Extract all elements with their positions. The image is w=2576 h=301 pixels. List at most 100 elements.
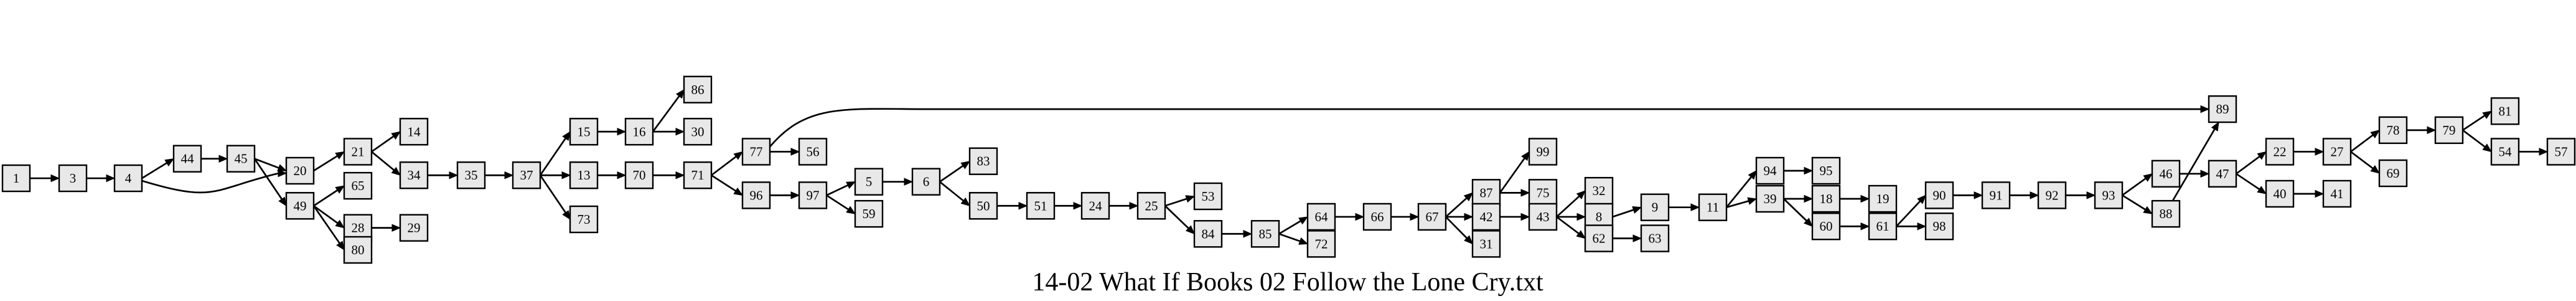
node-21[interactable]: 21: [343, 138, 373, 166]
node-label: 57: [2555, 144, 2568, 159]
node-16[interactable]: 16: [624, 118, 654, 146]
node-50[interactable]: 50: [968, 192, 998, 220]
node-75[interactable]: 75: [1528, 179, 1558, 207]
node-35[interactable]: 35: [456, 161, 486, 189]
node-40[interactable]: 40: [2265, 179, 2295, 208]
edge-line: [769, 108, 2201, 148]
node-85[interactable]: 85: [1250, 220, 1280, 248]
node-29[interactable]: 29: [399, 214, 429, 242]
node-84[interactable]: 84: [1193, 220, 1223, 248]
arrowhead: [449, 171, 459, 179]
node-93[interactable]: 93: [2094, 181, 2124, 209]
arrowhead: [1576, 213, 1586, 221]
node-99[interactable]: 99: [1528, 138, 1558, 166]
node-13[interactable]: 13: [569, 161, 599, 189]
node-31[interactable]: 31: [1471, 230, 1501, 258]
node-69[interactable]: 69: [2378, 159, 2408, 188]
node-1[interactable]: 1: [1, 164, 31, 193]
node-73[interactable]: 73: [569, 205, 599, 234]
node-51[interactable]: 51: [1026, 192, 1056, 220]
node-90[interactable]: 90: [1924, 181, 1954, 209]
arrowhead: [1410, 213, 1420, 221]
node-42[interactable]: 42: [1471, 203, 1501, 231]
node-18[interactable]: 18: [1811, 184, 1841, 213]
node-49[interactable]: 49: [285, 192, 315, 220]
node-label: 22: [2274, 144, 2287, 159]
node-65[interactable]: 65: [343, 171, 373, 200]
node-22[interactable]: 22: [2265, 138, 2295, 166]
node-94[interactable]: 94: [1755, 156, 1785, 185]
node-47[interactable]: 47: [2208, 160, 2237, 188]
node-72[interactable]: 72: [1306, 230, 1336, 258]
node-88[interactable]: 88: [2151, 199, 2181, 228]
node-61[interactable]: 61: [1868, 213, 1898, 241]
node-46[interactable]: 46: [2151, 160, 2181, 188]
node-67[interactable]: 67: [1417, 203, 1447, 231]
node-24[interactable]: 24: [1080, 192, 1110, 220]
edge-15-16: [597, 128, 627, 136]
node-89[interactable]: 89: [2208, 95, 2237, 123]
node-34[interactable]: 34: [399, 161, 429, 189]
node-91[interactable]: 91: [1981, 181, 2011, 209]
node-92[interactable]: 92: [2037, 181, 2067, 209]
arrowhead: [675, 128, 685, 136]
node-6[interactable]: 6: [911, 168, 941, 196]
node-label: 28: [352, 221, 365, 236]
node-98[interactable]: 98: [1924, 213, 1954, 241]
node-3[interactable]: 3: [58, 164, 88, 193]
node-4[interactable]: 4: [113, 164, 143, 193]
node-14[interactable]: 14: [399, 118, 429, 146]
node-66[interactable]: 66: [1362, 203, 1392, 231]
node-box: [2378, 159, 2408, 188]
edge-77-89: [769, 105, 2210, 148]
node-box: [1471, 230, 1501, 258]
node-label: 5: [866, 174, 873, 189]
edge-1-3: [30, 174, 60, 183]
node-11[interactable]: 11: [1698, 193, 1728, 221]
node-box: [2490, 97, 2520, 125]
node-32[interactable]: 32: [1584, 176, 1614, 205]
node-9[interactable]: 9: [1640, 193, 1670, 221]
arrowhead: [2539, 148, 2549, 156]
node-56[interactable]: 56: [798, 138, 828, 166]
node-41[interactable]: 41: [2322, 179, 2352, 208]
node-64[interactable]: 64: [1306, 203, 1336, 231]
node-63[interactable]: 63: [1640, 224, 1670, 252]
node-15[interactable]: 15: [569, 118, 599, 146]
node-59[interactable]: 59: [854, 199, 884, 228]
node-53[interactable]: 53: [1193, 182, 1223, 211]
arrowhead: [2211, 122, 2219, 131]
node-25[interactable]: 25: [1136, 192, 1166, 220]
node-78[interactable]: 78: [2378, 116, 2408, 145]
node-54[interactable]: 54: [2490, 138, 2520, 166]
node-60[interactable]: 60: [1811, 213, 1841, 241]
node-86[interactable]: 86: [683, 75, 713, 103]
node-77[interactable]: 77: [741, 138, 771, 166]
node-5[interactable]: 5: [854, 168, 884, 196]
node-20[interactable]: 20: [285, 156, 315, 185]
node-39[interactable]: 39: [1755, 184, 1785, 213]
node-45[interactable]: 45: [226, 145, 256, 173]
node-44[interactable]: 44: [172, 145, 202, 173]
node-19[interactable]: 19: [1868, 184, 1898, 213]
node-83[interactable]: 83: [968, 147, 998, 175]
node-80[interactable]: 80: [343, 236, 373, 264]
node-95[interactable]: 95: [1811, 156, 1841, 185]
edge-37-73: [539, 174, 571, 221]
node-62[interactable]: 62: [1584, 224, 1614, 252]
node-97[interactable]: 97: [798, 181, 828, 209]
node-37[interactable]: 37: [512, 161, 541, 189]
node-43[interactable]: 43: [1528, 203, 1558, 231]
node-96[interactable]: 96: [741, 181, 771, 209]
node-70[interactable]: 70: [624, 161, 654, 189]
edge-3-4: [87, 174, 116, 183]
node-81[interactable]: 81: [2490, 97, 2520, 125]
node-79[interactable]: 79: [2434, 116, 2464, 145]
node-71[interactable]: 71: [683, 161, 713, 189]
node-27[interactable]: 27: [2322, 138, 2352, 166]
node-57[interactable]: 57: [2546, 138, 2576, 166]
node-87[interactable]: 87: [1471, 179, 1501, 207]
node-30[interactable]: 30: [683, 118, 713, 146]
node-box: [1, 164, 31, 193]
